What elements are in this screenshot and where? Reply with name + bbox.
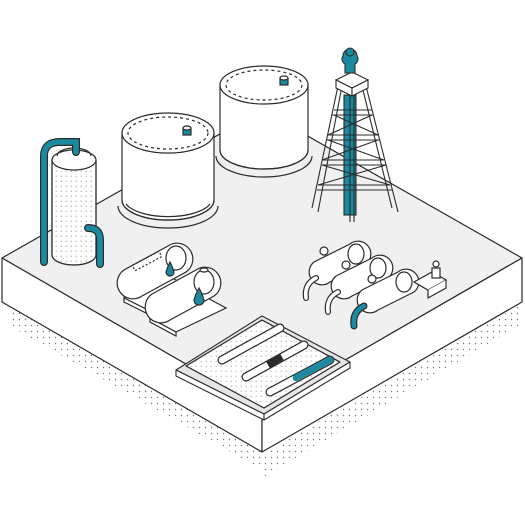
tank-hatch-icon (279, 75, 289, 86)
pipe-3 (265, 355, 335, 397)
valve-icon (412, 260, 448, 300)
derrick-valve-icon (341, 47, 359, 74)
storage-tank-right (215, 65, 313, 178)
pipe-2 (241, 340, 309, 382)
pipe-1 (217, 323, 285, 365)
separator-vessel (40, 138, 104, 268)
pump-3 (356, 268, 420, 314)
storage-tank-left (117, 112, 219, 229)
oil-derrick (311, 47, 399, 222)
derrick-crossbars (317, 109, 392, 191)
horizontal-tanks (116, 242, 228, 338)
tank-hatch-icon (182, 125, 192, 136)
pump-manifold (302, 240, 448, 330)
pipeline-pit (175, 315, 351, 421)
